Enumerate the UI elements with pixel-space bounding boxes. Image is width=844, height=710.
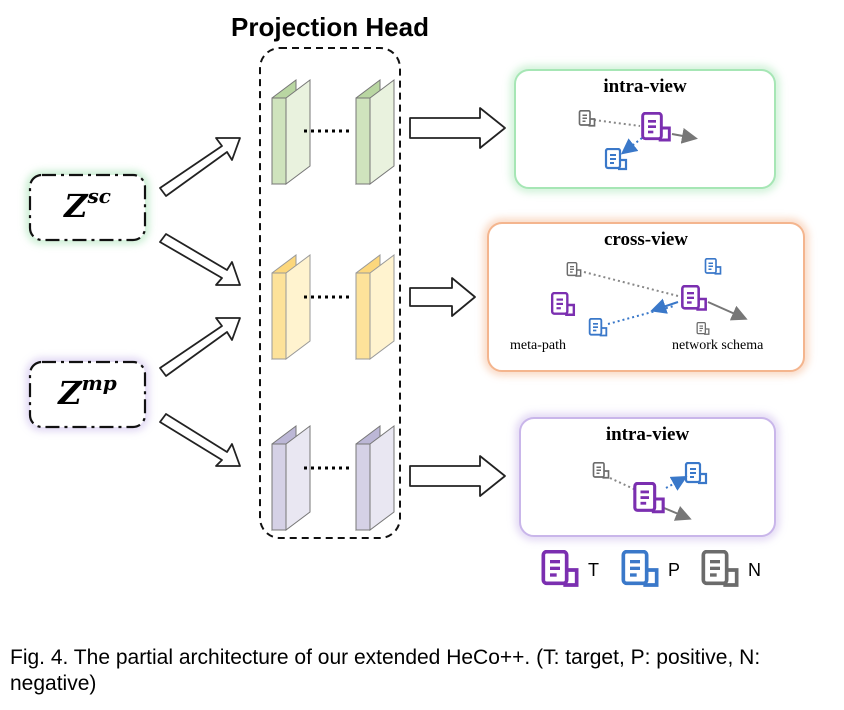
z-sc-box (26, 171, 149, 244)
figure-caption: Fig. 4. The partial architecture of our … (10, 646, 761, 695)
middle-target-to-positive-arrow (650, 298, 679, 314)
middle-negative-link (583, 271, 679, 297)
legend-positive-label: P (668, 560, 681, 580)
z-mp-sup: mp (81, 371, 117, 395)
middle-panel-title: cross-view (603, 229, 689, 250)
legend-negative-label: N (748, 560, 761, 580)
bottom-panel (515, 413, 780, 541)
purple-layer-2 (355, 425, 395, 531)
green-layer-1 (271, 79, 311, 185)
middle-positive-link (607, 305, 675, 325)
legend-positive-doc-icon (621, 550, 659, 587)
middle-target-arrow (707, 301, 748, 321)
arrow-zmp-to-purple (159, 413, 241, 467)
arrow-to-top-panel (409, 107, 506, 149)
green-layer-2 (355, 79, 395, 185)
arrow-to-middle-panel (409, 277, 476, 317)
legend-target-label: T (588, 560, 599, 580)
z-sc-label: Zsc (30, 184, 145, 225)
arrow-to-bottom-panel (409, 455, 506, 497)
z-sc-sup: sc (87, 184, 111, 208)
bottom-positive-link (665, 476, 688, 491)
top-panel (510, 65, 780, 193)
arrow-zsc-to-yellow (159, 233, 241, 286)
middle-panel (483, 218, 809, 376)
legend-negative-doc-icon (701, 550, 739, 587)
yellow-layer-2 (355, 254, 395, 360)
legend-target-doc-icon (541, 550, 579, 587)
z-mp-label: Zmp (30, 371, 145, 412)
projection-head-title: Projection Head (231, 12, 429, 42)
bottom-target-arrow (663, 506, 692, 521)
projection-head-container (259, 47, 401, 539)
purple-layer-1 (271, 425, 311, 531)
arrow-zmp-to-yellow (159, 317, 241, 377)
top-target-arrow (671, 127, 698, 144)
arrow-zsc-to-green (159, 137, 241, 197)
top-panel-title: intra-view (603, 76, 687, 97)
bottom-panel-title: intra-view (605, 424, 690, 445)
yellow-layer-1 (271, 254, 311, 360)
network-schema-label: network schema (672, 338, 764, 353)
z-mp-base: Z (58, 374, 82, 412)
top-positive-link (620, 137, 643, 155)
meta-path-label: meta-path (510, 338, 566, 353)
z-sc-base: Z (64, 187, 88, 225)
z-mp-box (26, 358, 149, 431)
